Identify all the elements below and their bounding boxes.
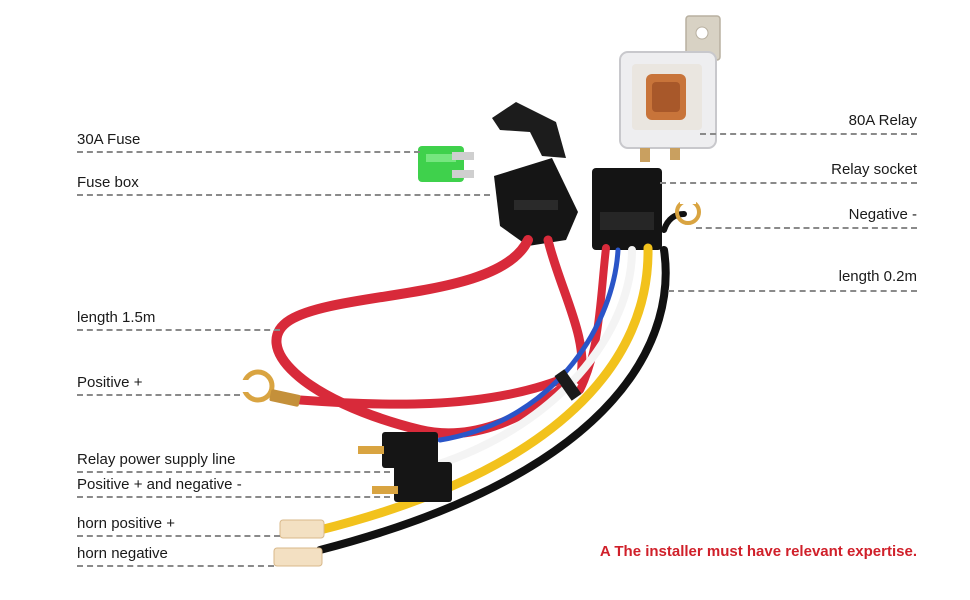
- pos-neg-connector-icon: [372, 462, 452, 502]
- wires: [271, 211, 687, 554]
- label-negative: Negative -: [848, 206, 917, 223]
- cable-tie: [554, 369, 582, 401]
- leader-line-relay-socket: [660, 182, 917, 184]
- label-length-0-2m: length 0.2m: [838, 268, 917, 285]
- relay-socket-icon: [592, 168, 662, 250]
- horn-negative-terminal-icon: [273, 547, 323, 567]
- leader-line-length-0-2m: [668, 290, 917, 292]
- leader-line-30a-fuse: [77, 151, 420, 153]
- relay-icon: [619, 15, 721, 162]
- relay-power-connector-icon: [358, 432, 438, 468]
- label-positive-and-negative: Positive + and negative -: [77, 476, 242, 493]
- label-80a-relay: 80A Relay: [848, 112, 917, 129]
- label-relay-socket: Relay socket: [831, 161, 917, 178]
- label-horn-positive: horn positive +: [77, 515, 175, 532]
- leader-line-length-1-5m: [77, 329, 280, 331]
- leader-line-relay-power: [77, 471, 390, 473]
- leader-line-negative: [696, 227, 917, 229]
- label-length-1-5m: length 1.5m: [77, 309, 156, 326]
- leader-line-positive-and-negative: [77, 496, 390, 498]
- leader-line-horn-positive: [77, 535, 280, 537]
- label-relay-power-supply-line: Relay power supply line: [77, 451, 236, 468]
- positive-ring-terminal-icon: [236, 369, 301, 407]
- negative-ring-terminal-icon: [675, 196, 701, 225]
- label-horn-negative: horn negative: [77, 545, 168, 562]
- label-fuse-box: Fuse box: [77, 174, 139, 191]
- fuse-icon: [418, 146, 474, 182]
- label-positive: Positive +: [77, 374, 143, 391]
- installer-warning-note: A The installer must have relevant exper…: [599, 543, 917, 560]
- horn-positive-terminal-icon: [279, 519, 325, 539]
- fuse-box-icon: [492, 102, 578, 246]
- leader-line-horn-negative: [77, 565, 274, 567]
- leader-line-fuse-box: [77, 194, 490, 196]
- leader-line-positive: [77, 394, 240, 396]
- label-30a-fuse: 30A Fuse: [77, 131, 141, 148]
- leader-line-80a-relay: [700, 133, 917, 135]
